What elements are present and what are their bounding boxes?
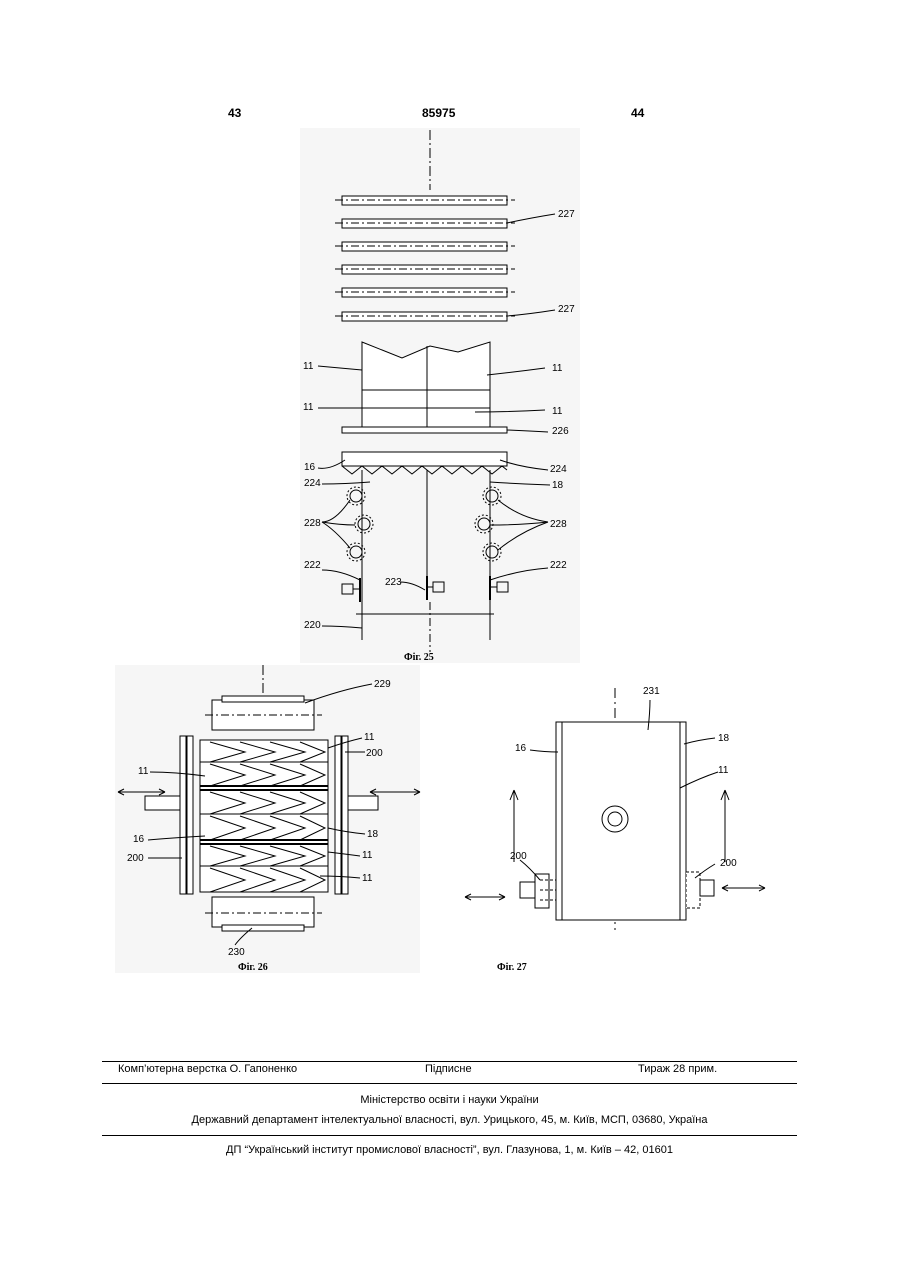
- footer-rule: [102, 1135, 797, 1136]
- label-227: 227: [558, 304, 575, 315]
- department-line: Державний департамент інтелектуальної вл…: [102, 1114, 797, 1126]
- label-11: 11: [552, 406, 563, 417]
- label-220: 220: [304, 620, 321, 631]
- layout-credit: Комп’ютерна верстка О. Гапоненко: [118, 1063, 297, 1075]
- figure-26-caption: Фіг. 26: [238, 962, 268, 973]
- figure-26: [115, 665, 420, 973]
- label-231: 231: [643, 686, 660, 697]
- label-228: 228: [550, 519, 567, 530]
- label-200: 200: [366, 748, 383, 759]
- label-230: 230: [228, 947, 245, 958]
- label-200: 200: [720, 858, 737, 869]
- footer-rule: [102, 1061, 797, 1062]
- figure-25: [300, 128, 580, 663]
- label-11: 11: [303, 402, 314, 413]
- patent-drawings: 227 227 11 11 11 11 226 16 224 224 18 22…: [0, 0, 901, 1000]
- label-222: 222: [550, 560, 567, 571]
- institute-line: ДП “Український інститут промислової вла…: [102, 1144, 797, 1156]
- label-229: 229: [374, 679, 391, 690]
- label-18: 18: [367, 829, 379, 840]
- label-11: 11: [362, 850, 373, 861]
- label-11: 11: [718, 765, 729, 776]
- label-222: 222: [304, 560, 321, 571]
- label-224: 224: [550, 464, 567, 475]
- label-223: 223: [385, 577, 402, 588]
- label-200: 200: [510, 851, 527, 862]
- print-run: Тираж 28 прим.: [638, 1063, 717, 1075]
- footer-rule: [102, 1083, 797, 1084]
- signed-note: Підписне: [425, 1063, 472, 1075]
- label-224: 224: [304, 478, 321, 489]
- label-227: 227: [558, 209, 575, 220]
- figure-25-caption: Фіг. 25: [404, 652, 434, 663]
- label-16: 16: [304, 462, 316, 473]
- label-228: 228: [304, 518, 321, 529]
- label-16: 16: [515, 743, 527, 754]
- label-11: 11: [138, 766, 149, 777]
- label-16: 16: [133, 834, 145, 845]
- label-11: 11: [552, 363, 563, 374]
- figure-27: [465, 688, 765, 930]
- figure-27-caption: Фіг. 27: [497, 962, 527, 973]
- label-18: 18: [718, 733, 730, 744]
- label-200: 200: [127, 853, 144, 864]
- label-11: 11: [364, 732, 375, 743]
- label-18: 18: [552, 480, 564, 491]
- label-11: 11: [303, 361, 314, 372]
- ministry-line: Міністерство освіти і науки України: [102, 1094, 797, 1106]
- label-226: 226: [552, 426, 569, 437]
- label-11: 11: [362, 873, 373, 884]
